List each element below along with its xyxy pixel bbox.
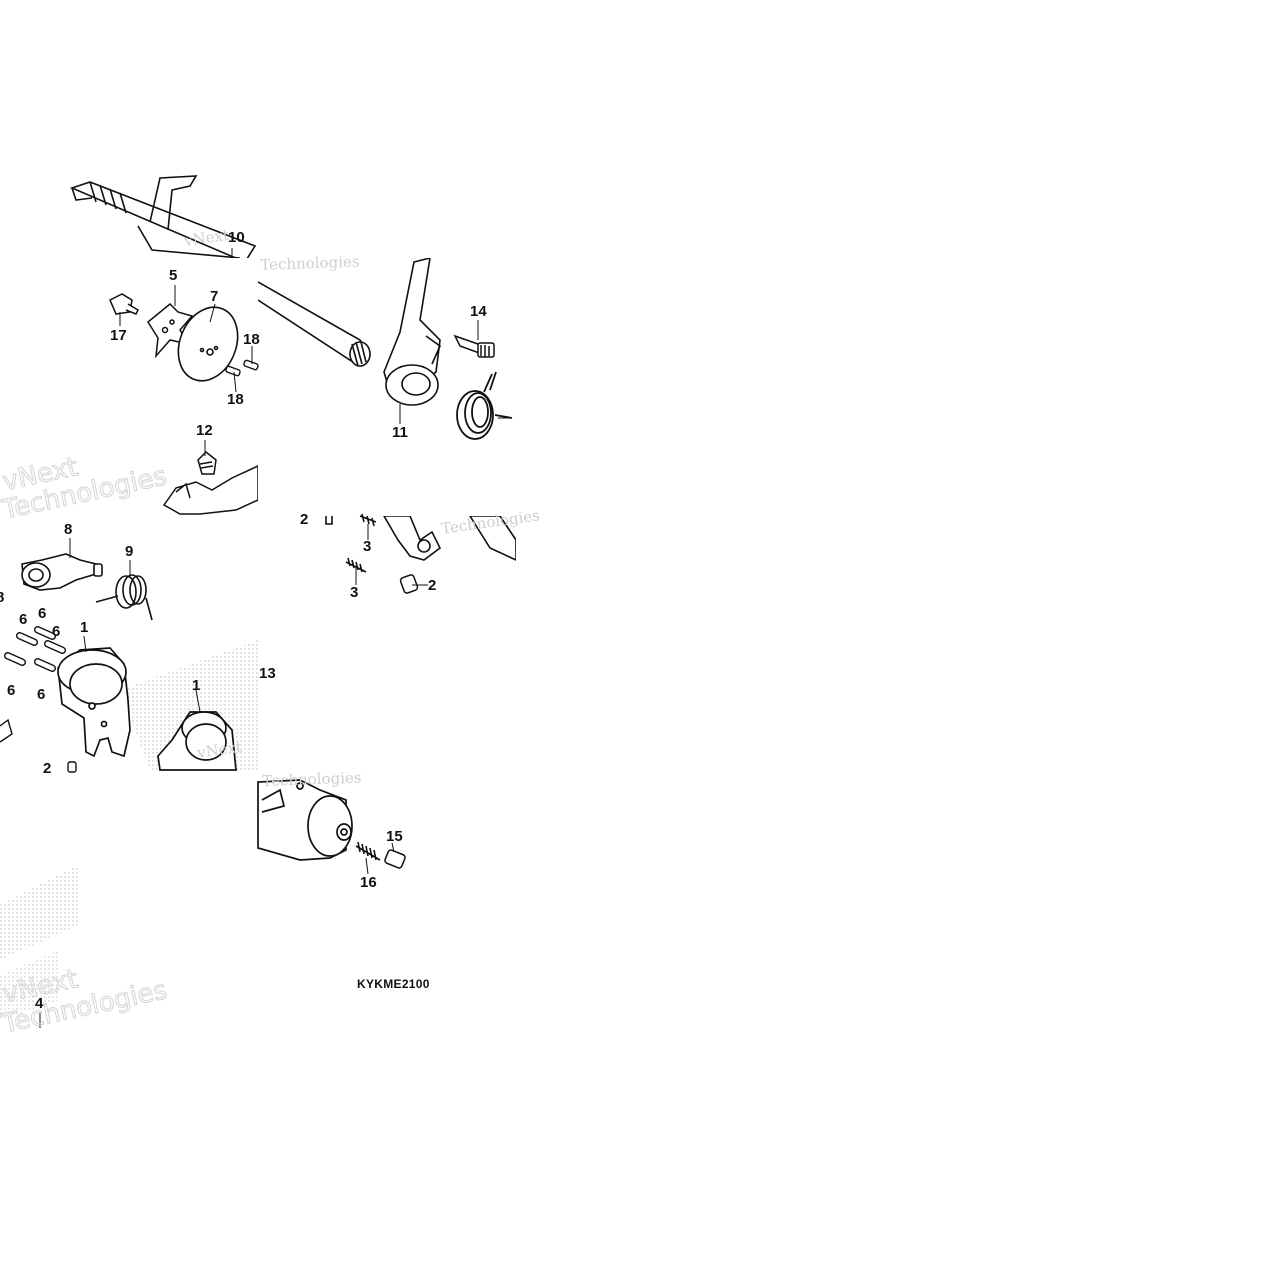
- callout-17: 17: [110, 327, 127, 344]
- callout-6: 6: [38, 605, 47, 622]
- shift-fork-right: [325, 516, 516, 561]
- shift-fork-1-rear: [157, 711, 237, 771]
- fork-fragment: [0, 718, 13, 743]
- shift-fork-1: [57, 647, 131, 758]
- callout-18: 18: [227, 391, 244, 408]
- callout-3: 3: [363, 538, 372, 555]
- callout-5: 5: [169, 267, 178, 284]
- detent-bolt-12: [197, 450, 217, 475]
- callout-3: 3: [350, 584, 359, 601]
- return-spring: [456, 371, 513, 440]
- callout-4: 4: [35, 995, 44, 1012]
- callout-10: 10: [228, 229, 245, 246]
- guide-pin-2: [67, 761, 77, 773]
- callout-6: 6: [7, 682, 16, 699]
- spring-3: [345, 513, 377, 573]
- pins-6: [3, 626, 67, 672]
- spring-16: [355, 841, 381, 861]
- callout-2: 2: [43, 760, 52, 777]
- callout-13: 13: [259, 665, 276, 682]
- callout-6: 6: [19, 611, 28, 628]
- shift-arm: [258, 258, 441, 406]
- plate-7: [177, 306, 239, 382]
- guide-pin-2b: [399, 574, 419, 594]
- drum-stopper-arm-8: [21, 553, 103, 591]
- stopper-plate-5: [147, 302, 194, 359]
- callout-2: 2: [428, 577, 437, 594]
- shift-drum-13: [257, 779, 353, 861]
- bolt-17: [109, 293, 139, 315]
- callout-15: 15: [386, 828, 403, 845]
- shift-shaft: [69, 175, 257, 258]
- callout-6: 6: [37, 686, 46, 703]
- callout-9: 9: [125, 543, 134, 560]
- callout-12: 12: [196, 422, 213, 439]
- callout-18: 18: [243, 331, 260, 348]
- callout-16: 16: [360, 874, 377, 891]
- stopper-spring-9: [95, 574, 153, 621]
- gearshift-drum-stopper: [162, 465, 258, 515]
- callout-14: 14: [470, 303, 487, 320]
- callout-8: 8: [0, 589, 5, 606]
- pin-15: [384, 849, 406, 869]
- diagram-code: KYKME2100: [357, 977, 430, 991]
- callout-11: 11: [392, 424, 408, 441]
- callout-1: 1: [80, 619, 89, 636]
- callout-6: 6: [52, 623, 61, 640]
- bolt-14: [453, 334, 495, 358]
- callout-7: 7: [210, 288, 219, 305]
- callout-8: 8: [64, 521, 73, 538]
- callout-2: 2: [300, 511, 309, 528]
- leader-lines: [39, 248, 512, 1028]
- callout-1: 1: [192, 677, 201, 694]
